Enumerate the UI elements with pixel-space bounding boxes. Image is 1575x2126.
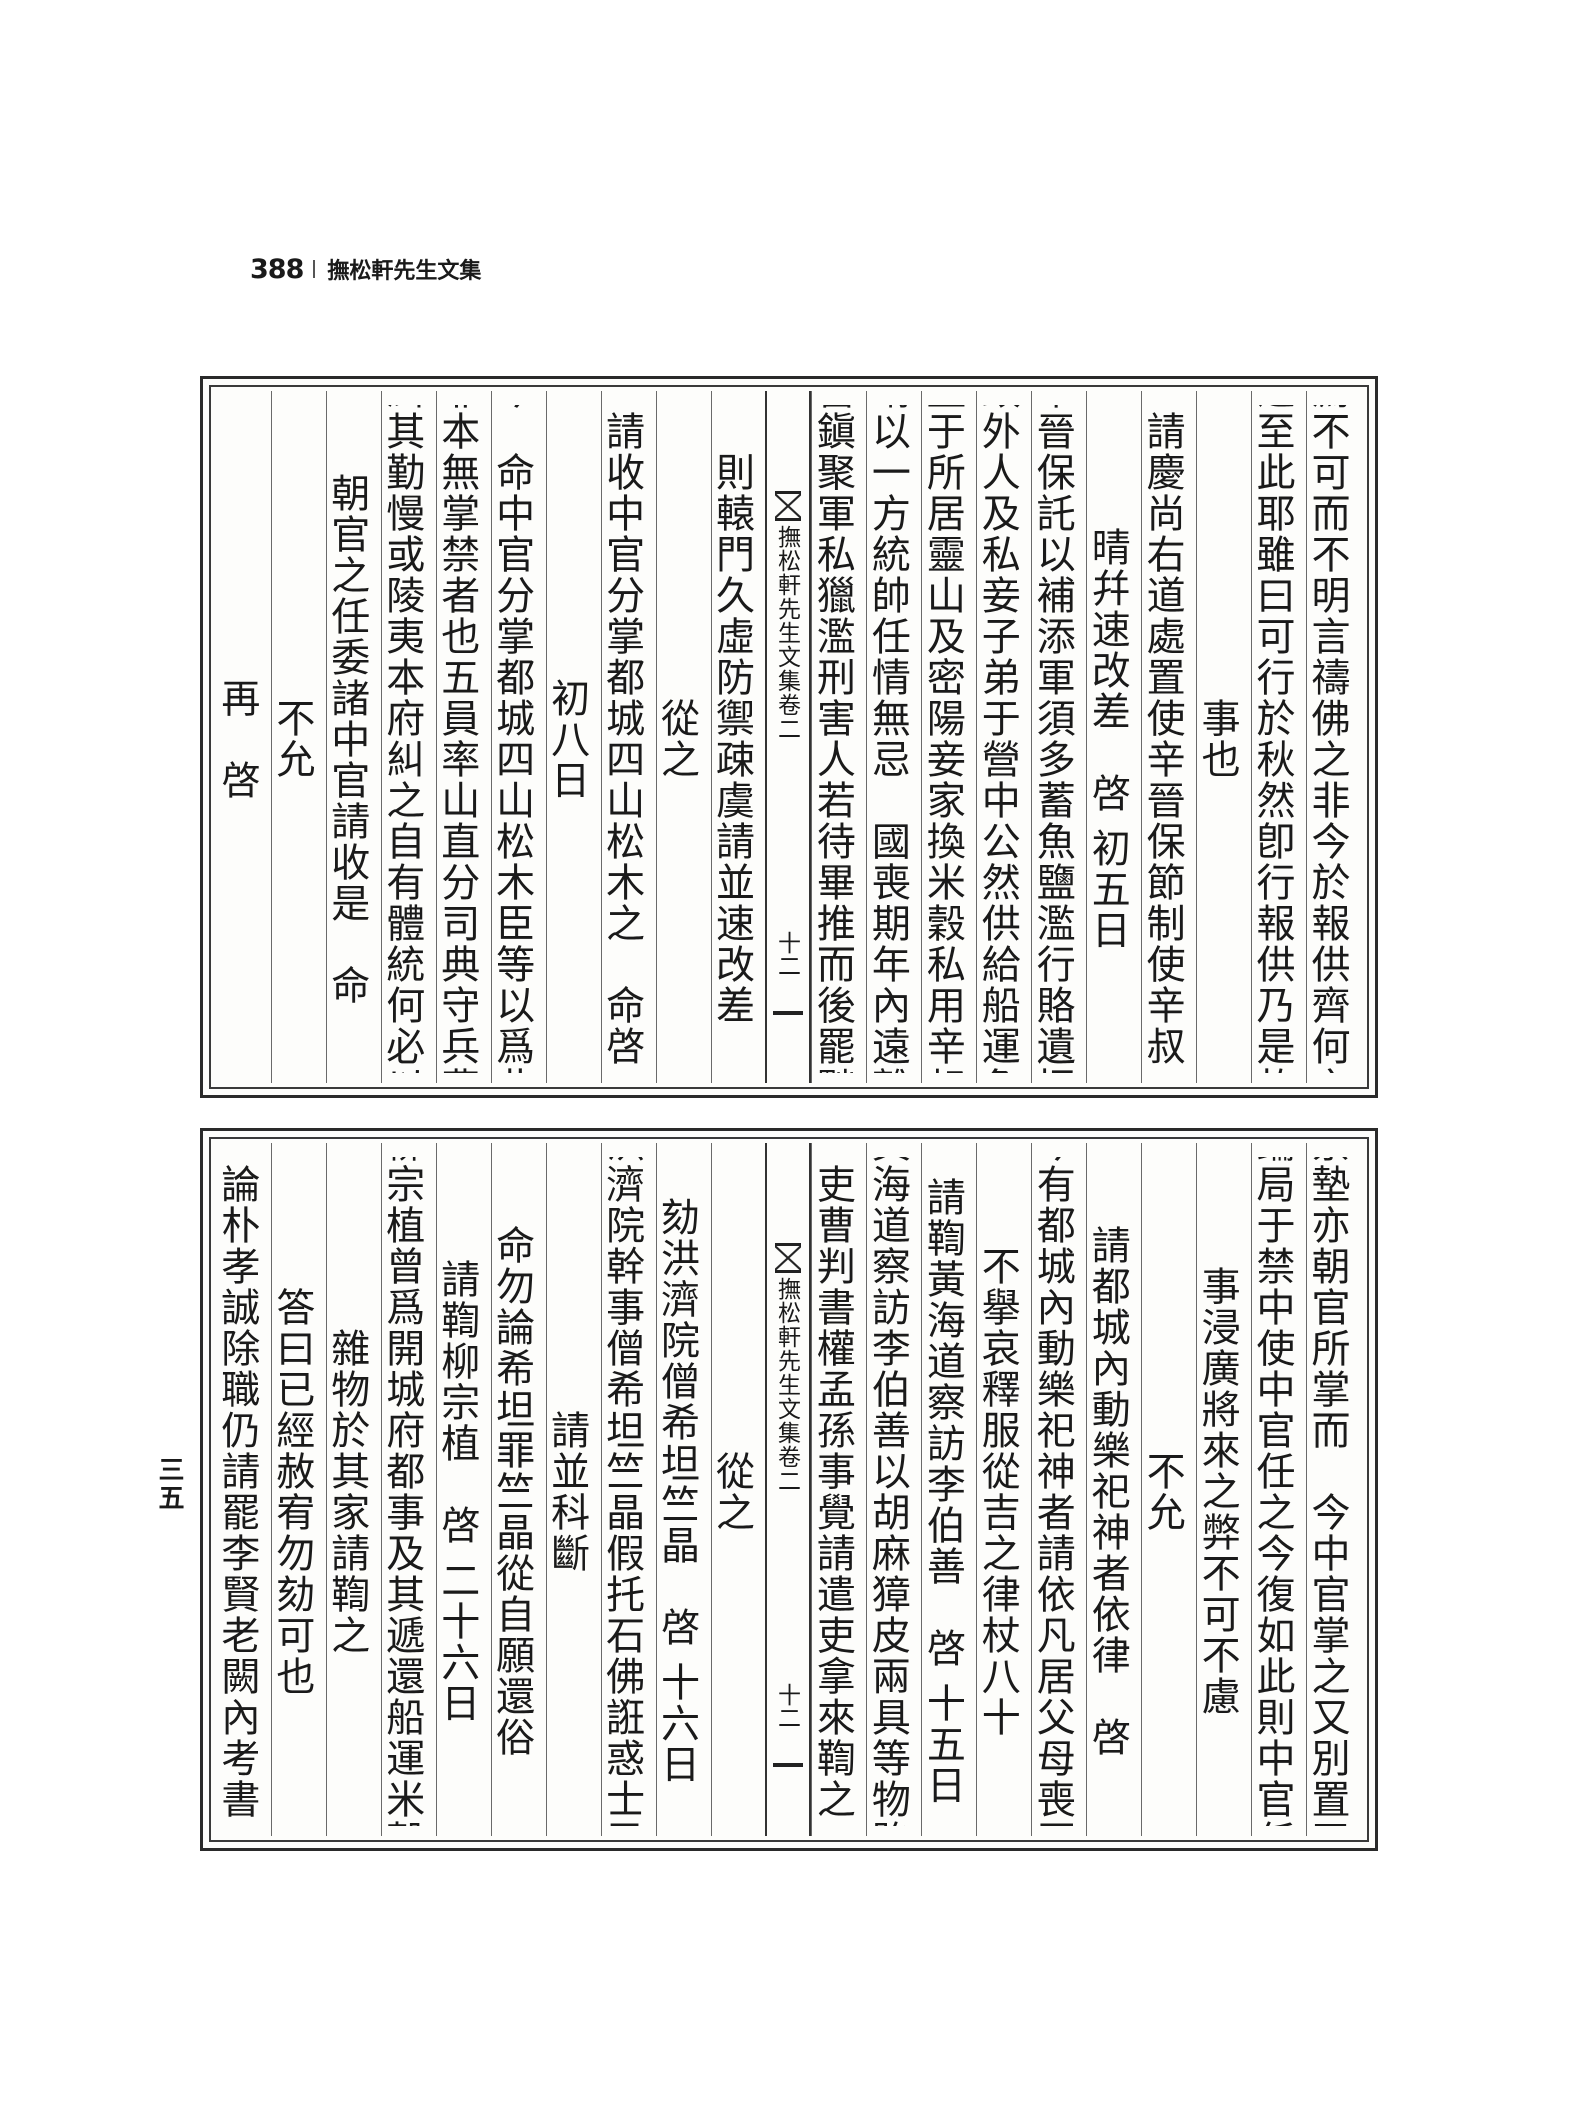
fold-bar bbox=[773, 1763, 804, 1767]
text-column: 致外人及私妾子弟于營中公然供給船運魚 bbox=[976, 391, 1031, 1083]
text-column: 從之 bbox=[655, 391, 711, 1083]
text-column: 請鞫柳宗植 啓 二十六日 bbox=[435, 1143, 491, 1836]
text-column: 鹽于所居靈山及密陽妾家換米穀私用辛叔 bbox=[921, 391, 976, 1083]
text-column: 辛晉保託以補添軍須多蓄魚鹽濫行賂遺招 bbox=[1031, 391, 1086, 1083]
text-column: 鑰局于禁中使中官任之今復如此則中官任 bbox=[1251, 1143, 1306, 1836]
text-column: 請並科斷 bbox=[545, 1143, 601, 1836]
text-column: 命勿論希坦罪竺晶從自願還俗 bbox=[490, 1143, 546, 1836]
text-column: 不擧哀釋服從吉之律杖八十 bbox=[976, 1143, 1031, 1836]
text-column: 事也 bbox=[1196, 391, 1251, 1083]
fold-title: 撫松軒先生文集卷二 bbox=[773, 1277, 800, 1493]
text-column: 糾其勤慢或陵夷本府糾之自有體統何必以 bbox=[380, 391, 436, 1083]
text-column: 請慶尚右道處置使辛晉保節制使辛叔 bbox=[1141, 391, 1196, 1083]
text-column: 請鞫黃海道察訪李伯善 啓 十五日 bbox=[921, 1143, 976, 1836]
text-column: 事浸廣將來之弊不可不慮 bbox=[1196, 1143, 1251, 1836]
text-column: 論朴孝誠除職仍請罷李賢老闕內考書 bbox=[216, 1163, 260, 1820]
margin-page-label: 三五 bbox=[154, 1456, 184, 1512]
text-column: 爲不可而不明言禱佛之非今於報供齊何言 bbox=[1306, 391, 1361, 1083]
header-separator bbox=[313, 260, 316, 278]
page-number: 388 bbox=[250, 253, 304, 285]
text-column: 吏曹判書權孟孫事覺請遣吏拿來鞫之 bbox=[811, 1143, 866, 1836]
text-column: 晴以一方統帥任情無忌 國喪期年內遠離 bbox=[866, 391, 921, 1083]
text-column: 朝官之任委諸中官請收是 命 bbox=[325, 391, 381, 1083]
panel-columns: 爲不可而不明言禱佛之非今於報供齊何言 之至此耶雖曰可行於秋然卽行報供乃是故 事也… bbox=[217, 391, 1361, 1083]
woodblock-panel-bottom: 禁墊亦朝官所掌而 今中官掌之又別置司 鑰局于禁中使中官任之今復如此則中官任 事浸… bbox=[200, 1128, 1378, 1851]
book-title: 撫松軒先生文集 bbox=[327, 259, 482, 284]
text-column: 不允 bbox=[270, 391, 326, 1083]
text-column: 今有都城內動樂祀神者請依凡居父母喪匿 bbox=[1031, 1143, 1086, 1836]
text-column: 雜物於其家請鞫之 bbox=[325, 1143, 381, 1836]
text-column: 柳宗植曾爲開城府都事及其遞還船運米穀 bbox=[380, 1143, 436, 1836]
text-column: 請收中官分掌都城四山松木之 命啓 bbox=[600, 391, 656, 1083]
fish-tail-ornament bbox=[775, 1243, 802, 1273]
leaf-number: 十二 bbox=[773, 1683, 800, 1729]
text-column: 之至此耶雖曰可行於秋然卽行報供乃是故 bbox=[1251, 391, 1306, 1083]
text-column: 非本無掌禁者也五員率山直分司典守兵曹 bbox=[435, 391, 491, 1083]
running-header: 388 撫松軒先生文集 bbox=[250, 252, 481, 286]
fold-bar bbox=[773, 1011, 804, 1015]
woodblock-panel-top: 爲不可而不明言禱佛之非今於報供齊何言 之至此耶雖曰可行於秋然卽行報供乃是故 事也… bbox=[200, 376, 1378, 1098]
text-column: 則轅門久虛防禦疎虞請並速改差 bbox=[710, 391, 766, 1083]
text-column: 今 命中官分掌都城四山松木臣等以爲此 bbox=[490, 391, 546, 1083]
text-column: 晴幷速改差 啓 初五日 bbox=[1086, 391, 1141, 1083]
text-column: 再 啓 bbox=[216, 677, 260, 801]
leaf-number: 十二 bbox=[773, 931, 800, 977]
text-column: 請都城內動樂祀神者依律 啓 bbox=[1086, 1143, 1141, 1836]
text-column: 劾洪濟院僧希坦竺晶 啓 十六日 bbox=[655, 1143, 711, 1836]
text-column: 不允 bbox=[1141, 1143, 1196, 1836]
text-column: 黃海道察訪李伯善以胡麻獐皮兩具等物賂 bbox=[866, 1143, 921, 1836]
text-column: 禁墊亦朝官所掌而 今中官掌之又別置司 bbox=[1306, 1143, 1361, 1836]
center-fold: 撫松軒先生文集卷二 十二 bbox=[765, 1143, 812, 1836]
text-column: 從之 bbox=[710, 1143, 766, 1836]
text-column: 初八日 bbox=[545, 391, 601, 1083]
panel-columns: 禁墊亦朝官所掌而 今中官掌之又別置司 鑰局于禁中使中官任之今復如此則中官任 事浸… bbox=[217, 1143, 1361, 1836]
text-column: 洪濟院幹事僧希坦竺晶假托石佛誑惑士民 bbox=[600, 1143, 656, 1836]
text-column: 答曰已經赦宥勿劾可也 bbox=[270, 1143, 326, 1836]
fish-tail-ornament bbox=[775, 491, 802, 521]
fold-title: 撫松軒先生文集卷二 bbox=[773, 525, 800, 741]
center-fold: 撫松軒先生文集卷二 十二 bbox=[765, 391, 812, 1083]
text-column: 營鎭聚軍私獵濫刑害人若待畢推而後罷黜 bbox=[811, 391, 866, 1083]
